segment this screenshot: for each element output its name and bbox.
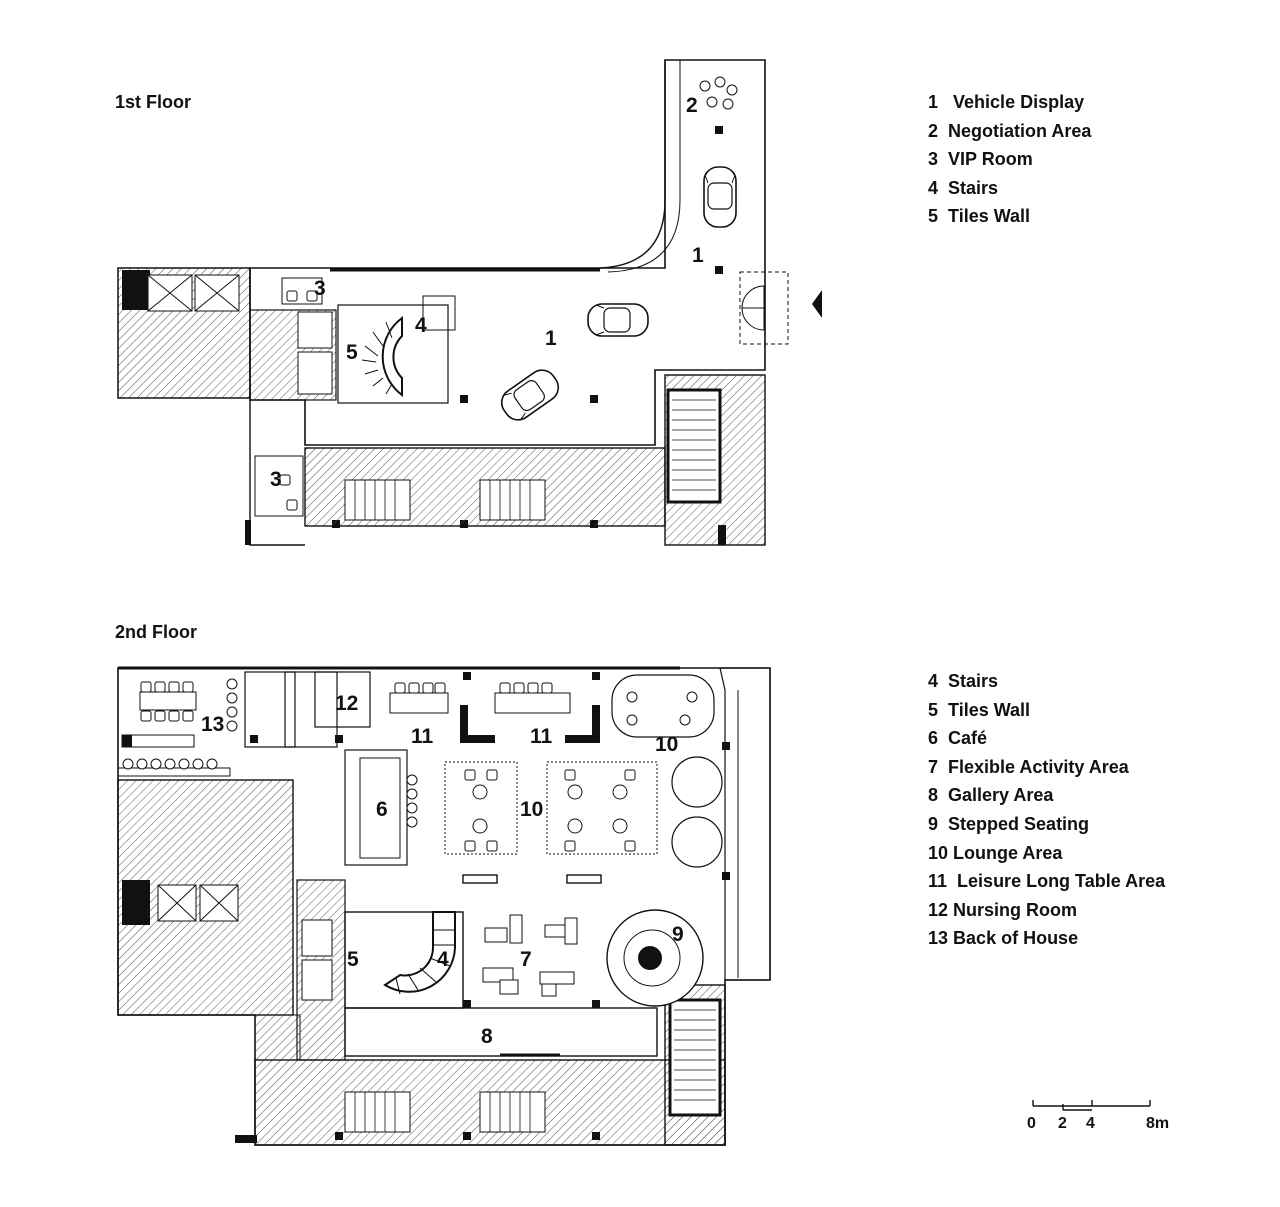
- scale-tick-label: 2: [1058, 1115, 1067, 1132]
- floor1-plan: 2 1 1 3 3 4 5: [117, 59, 822, 546]
- legend-item: 13 Back of House: [928, 928, 1079, 949]
- plan-label: 9: [672, 923, 684, 946]
- plan-label: 8: [481, 1025, 493, 1048]
- entrance-arrow-icon: [812, 290, 822, 318]
- plan-label: 1: [692, 244, 704, 267]
- legend-item: 4 Stairs: [928, 177, 999, 198]
- plan-label: 11: [530, 725, 553, 748]
- plan-label: 4: [415, 314, 427, 337]
- plan-label: 13: [201, 713, 224, 736]
- scale-tick-label: 0: [1027, 1115, 1036, 1132]
- plan-label: 12: [335, 692, 358, 715]
- plan-label: 5: [346, 341, 358, 364]
- plan-label: 5: [347, 948, 359, 971]
- car-icon: [587, 303, 649, 337]
- floor1-title: 1st Floor: [115, 92, 192, 112]
- legend-item: 5 Tiles Wall: [928, 699, 1031, 720]
- legend-item: 2 Negotiation Area: [928, 120, 1092, 141]
- plan-label: 1: [545, 327, 557, 350]
- legend-item: 12 Nursing Room: [928, 899, 1078, 920]
- plan-label: 3: [270, 468, 282, 491]
- car-icon: [703, 166, 737, 228]
- car-icon: [495, 363, 565, 427]
- floor2-title: 2nd Floor: [115, 622, 197, 642]
- floor2-legend: 4 Stairs 5 Tiles Wall 6 Café 7 Flexible …: [928, 667, 1165, 953]
- legend-item: 9 Stepped Seating: [928, 813, 1090, 834]
- plan-label: 3: [314, 277, 326, 300]
- legend-item: 8 Gallery Area: [928, 785, 1054, 806]
- legend-item: 1 Vehicle Display: [928, 92, 1085, 112]
- legend-item: 4 Stairs: [928, 671, 999, 691]
- legend-item: 7 Flexible Activity Area: [928, 756, 1129, 777]
- legend-item: 11 Leisure Long Table Area: [928, 871, 1166, 892]
- plan-label: 10: [520, 798, 543, 821]
- plan-label: 11: [411, 725, 434, 748]
- scale-tick-label: 4: [1086, 1115, 1095, 1132]
- plan-label: 4: [437, 948, 449, 971]
- plan-label: 7: [520, 948, 532, 971]
- legend-item: 6 Café: [928, 728, 988, 749]
- legend-item: 5 Tiles Wall: [928, 206, 1031, 227]
- floor1-legend: 1 Vehicle Display 2 Negotiation Area 3 V…: [928, 88, 1091, 231]
- floor2-plan: 12 13 11 11 10 10 6 9 7 4 5 8: [117, 666, 771, 1146]
- scale-bar: 0 2 4 8m: [1027, 1100, 1169, 1132]
- scale-tick-label: 8m: [1146, 1115, 1169, 1132]
- plan-label: 6: [376, 798, 388, 821]
- plan-label: 2: [686, 94, 698, 117]
- legend-item: 3 VIP Room: [928, 149, 1033, 170]
- plan-label: 10: [655, 733, 678, 756]
- legend-item: 10 Lounge Area: [928, 842, 1063, 863]
